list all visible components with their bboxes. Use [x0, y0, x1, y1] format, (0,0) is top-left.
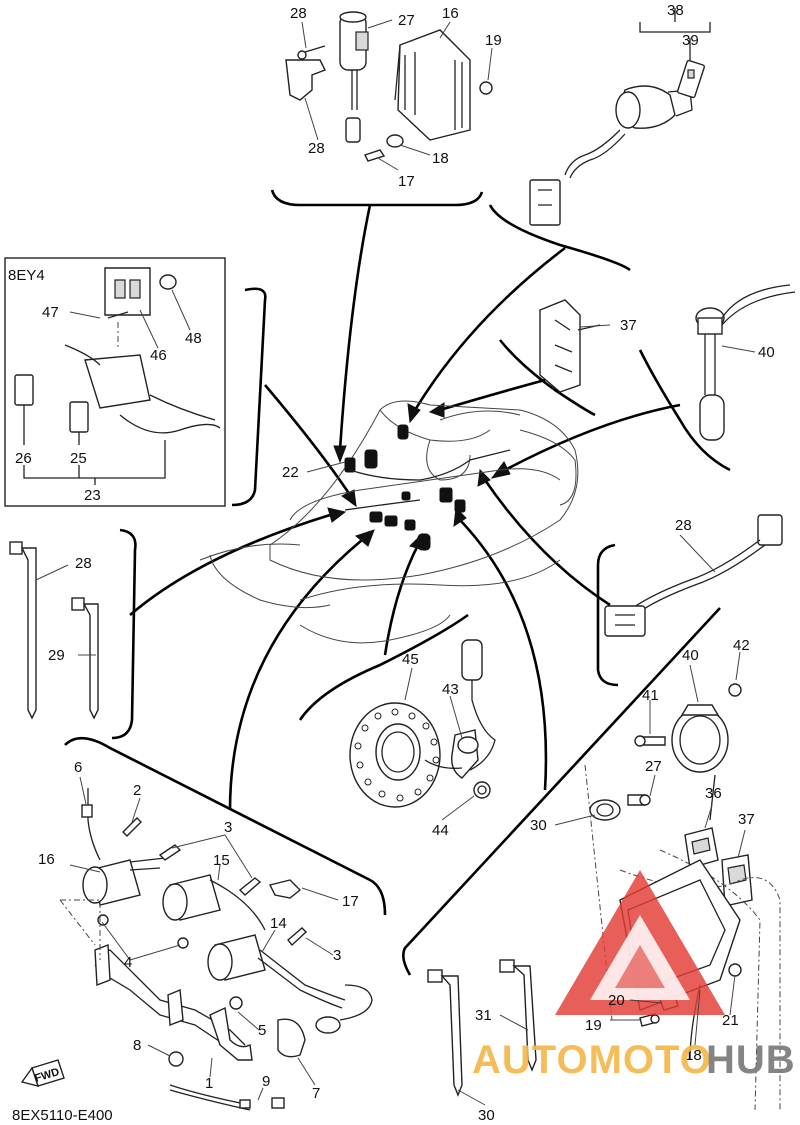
bracket-ignition-group: [64, 736, 387, 916]
callout-28-tie: 29: [48, 647, 65, 664]
callout-25: 27: [645, 758, 662, 775]
bracket-45: [298, 613, 469, 721]
callout-12: 16: [38, 851, 55, 868]
callout-36: 36: [705, 785, 722, 802]
callout-38: 38: [667, 2, 684, 19]
callout-30: 31: [475, 1007, 492, 1024]
callout-27: 28: [75, 555, 92, 572]
callout-11: 15: [213, 852, 230, 869]
cdi-group: [285, 11, 493, 162]
leader-lines: [35, 19, 756, 1106]
callout-21: 19: [485, 32, 502, 49]
callout-46: 46: [150, 347, 167, 364]
main-switch-group: [529, 8, 711, 226]
sensor-32: [695, 284, 796, 441]
callout-23: 25: [70, 450, 87, 467]
bracket-switch-group: [488, 204, 631, 272]
bracket-27-28: [111, 528, 137, 740]
cable-ties: [9, 541, 99, 720]
watermark-text-1: AUTOMOTO: [472, 1038, 712, 1082]
sub-harness-26: [604, 514, 783, 637]
callout-39: 39: [682, 32, 699, 49]
snowmobile-outline: [199, 400, 579, 644]
callout-5: 5: [258, 1022, 266, 1039]
bracket-32: [638, 349, 731, 472]
watermark-text-2: HUB: [706, 1038, 796, 1082]
pickup-45-group: [349, 639, 496, 808]
callout-10: 14: [270, 915, 287, 932]
callout-17: 21: [722, 1012, 739, 1029]
callout-13: 17: [342, 893, 359, 910]
callout-35: 28: [290, 5, 307, 22]
callout-3a: 3: [224, 819, 232, 836]
callout-18: 16: [442, 5, 459, 22]
callout-40: 40: [682, 647, 699, 664]
callout-15: 19: [585, 1017, 602, 1034]
inset-8ey4: [4, 257, 226, 507]
ignition-group: [20, 788, 373, 1111]
callout-16: 20: [608, 992, 625, 1009]
callout-labels: 28 27 16 19 28 18 17 38 39 8EY4 47 46 48…: [8, 2, 775, 1124]
relay-31: [539, 299, 601, 393]
callout-28-clamp: 30: [530, 817, 547, 834]
callout-31: 37: [620, 317, 637, 334]
callout-47: 47: [42, 304, 59, 321]
callout-48: 48: [185, 330, 202, 347]
inset-model-label: 8EY4: [8, 267, 45, 284]
rear-group: [427, 683, 781, 1111]
callout-6: 6: [74, 759, 82, 776]
callout-26: 28: [675, 517, 692, 534]
diagram-code: 8EX5110-E400: [12, 1107, 113, 1124]
bracket-rear-group: [402, 607, 721, 976]
callout-2: 2: [133, 782, 141, 799]
callout-34: 28: [308, 140, 325, 157]
callout-9: 9: [262, 1073, 270, 1090]
callout-8: 8: [133, 1037, 141, 1054]
callout-41: 41: [642, 687, 659, 704]
callout-3c: 3: [333, 947, 341, 964]
callout-32: 40: [758, 344, 775, 361]
callout-24: 26: [15, 450, 32, 467]
bracket-31: [498, 339, 596, 417]
callout-37: 37: [738, 811, 755, 828]
callout-1: 1: [205, 1075, 213, 1092]
callout-20: 18: [432, 150, 449, 167]
callout-45: 45: [402, 651, 419, 668]
bracket-26: [596, 543, 619, 687]
callout-29: 30: [478, 1107, 495, 1124]
watermark-logo[interactable]: [555, 870, 725, 1015]
callout-33: 27: [398, 12, 415, 29]
callout-43: 43: [442, 681, 459, 698]
callout-4: 4: [124, 954, 132, 971]
callout-22: 22: [282, 464, 299, 481]
callout-42: 42: [733, 637, 750, 654]
callout-44: 44: [432, 822, 449, 839]
callout-19: 17: [398, 173, 415, 190]
callout-7: 7: [312, 1085, 320, 1102]
callout-14: 18: [685, 1047, 702, 1064]
callout-22-inset: 23: [84, 487, 101, 504]
bracket-top-group: [270, 189, 484, 207]
bracket-inset: [231, 287, 267, 507]
